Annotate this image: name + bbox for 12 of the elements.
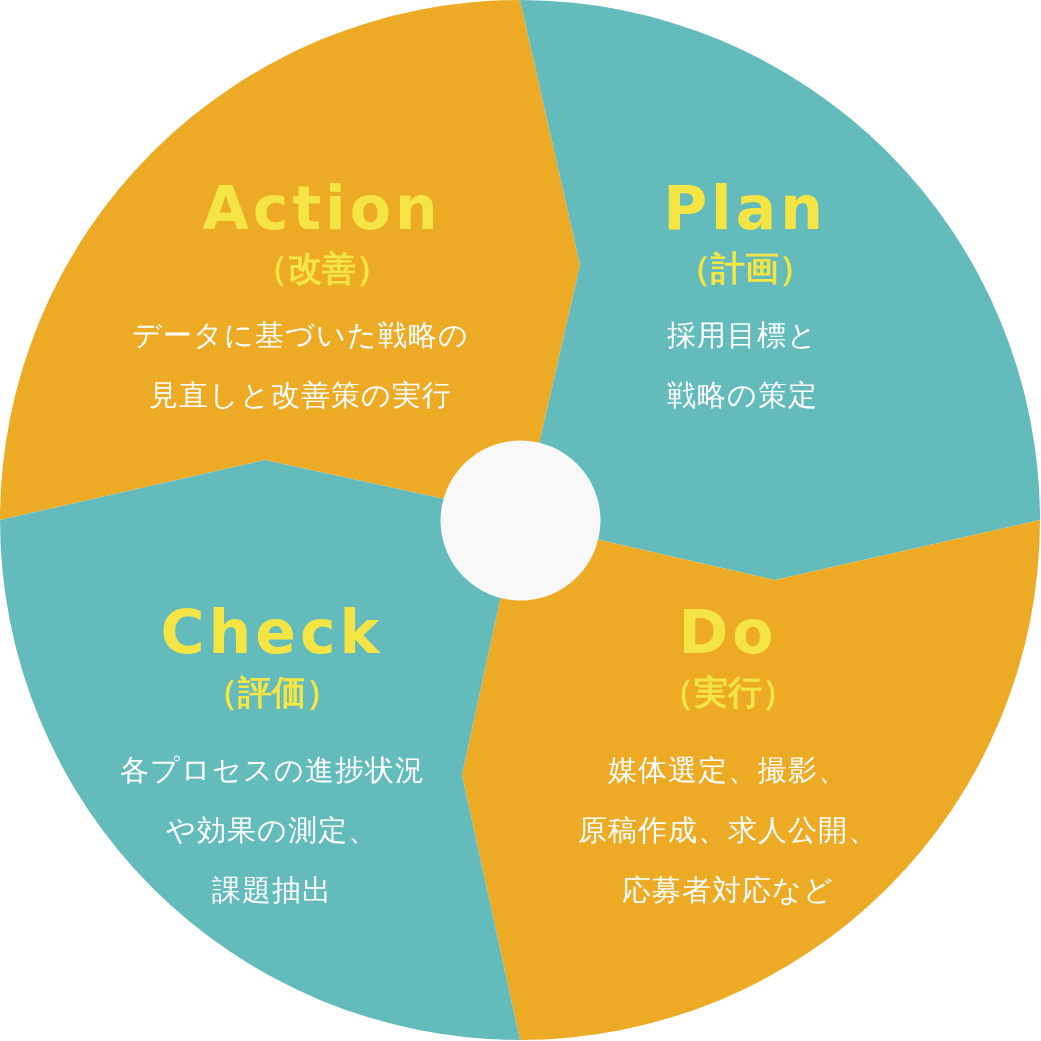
- heading-text: Do: [678, 597, 778, 667]
- subheading-text: （実行）: [660, 671, 796, 714]
- subheading-text: （計画）: [677, 247, 813, 290]
- description-text: 媒体選定、撮影、原稿作成、求人公開、応募者対応など: [578, 752, 878, 909]
- description-text: 各プロセスの進捗状況や効果の測定、課題抽出: [119, 752, 425, 909]
- subheading-text: （評価）: [204, 671, 340, 714]
- description-text: 採用目標と戦略の策定: [666, 317, 818, 414]
- heading-text: Action: [202, 173, 442, 243]
- description-text: データに基づいた戦略の見直しと改善策の実行: [131, 317, 469, 414]
- subheading-text: （改善）: [254, 247, 390, 290]
- heading-text: Plan: [663, 173, 827, 243]
- heading-text: Check: [160, 597, 384, 667]
